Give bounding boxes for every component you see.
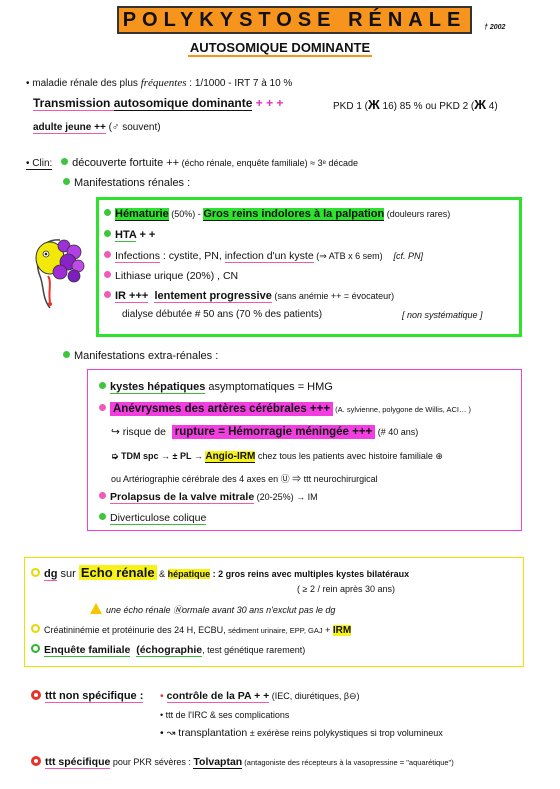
ttt-non-specifique: ttt non spécifique : (31, 690, 144, 703)
ttt-transplantation: • ↝ transplantation ± exérèse reins poly… (160, 727, 443, 739)
dg-echo-threshold: ( ≥ 2 / rein après 30 ans) (297, 584, 395, 594)
renal-ir: IR +++ lentement progressive (sans anémi… (104, 290, 394, 303)
ttt-irc: • ttt de l'IRC & ses complications (160, 710, 290, 720)
extra-arterio: ou Artériographie cérébrale des 4 axes e… (111, 474, 378, 484)
dg-echo: dg sur Echo rénale & hépatique : 2 gros … (31, 565, 409, 581)
renal-lithiase: Lithiase urique (20%) , CN (104, 270, 238, 282)
bullet-pink-icon (104, 291, 111, 298)
dg-biologie: Créatininémie et protéinurie des 24 H, E… (31, 624, 352, 636)
intro-pkd: PKD 1 (Ж 16) 85 % ou PKD 2 (Ж 4) (333, 97, 498, 112)
page-title: POLYKYSTOSE RÉNALE (122, 8, 467, 31)
title-banner: POLYKYSTOSE RÉNALE (117, 6, 472, 34)
intro-age: adulte jeune ++ (♂ souvent) (33, 122, 161, 134)
bullet-red-ring-icon (31, 690, 41, 700)
version-mark: † 2002 (484, 24, 506, 31)
dg-warning: une écho rénale Ⓝormale avant 30 ans n'e… (90, 603, 335, 616)
renal-dialyse: dialyse débutée # 50 ans (70 % des patie… (122, 309, 323, 320)
intro-frequency: • maladie rénale des plus fréquentes : 1… (26, 77, 293, 89)
diagnostic-box (24, 557, 524, 667)
bullet-green-ring-icon (31, 644, 40, 653)
ttt-controle-pa: • contrôle de la PA + + (IEC, diurétique… (160, 690, 360, 703)
ttt-specifique: ttt spécifique pour PKR sévères : Tolvap… (31, 756, 454, 769)
warning-icon (90, 603, 102, 614)
bullet-yellow-ring-icon (31, 624, 40, 633)
kidney-cartoon-icon (35, 239, 85, 309)
extra-renal-box (87, 369, 522, 531)
intro-transmission: Transmission autosomique dominante + + + (33, 96, 284, 111)
extra-anevrysmes: Anévrysmes des artères cérébrales +++ (A… (99, 402, 471, 416)
bullet-pink-icon (99, 404, 106, 411)
renal-hta: HTA + + (104, 229, 155, 242)
extra-prolapsus: Prolapsus de la valve mitrale (20-25%) →… (99, 491, 318, 504)
renal-dialyse-note: [ non systématique ] (402, 310, 483, 320)
bullet-green-icon (99, 513, 106, 520)
bullet-green-icon (63, 351, 70, 358)
bullet-yellow-ring-icon (31, 568, 40, 577)
extra-tdm: ➭ TDM spc → ± PL → Angio-IRM chez tous l… (111, 451, 443, 463)
clin-manif-renales: Manifestations rénales : (63, 177, 190, 189)
bullet-pink-icon (104, 251, 111, 258)
bullet-green-icon (99, 382, 106, 389)
extra-risque: ↪ risque de rupture = Hémorragie méningé… (111, 425, 419, 439)
bullet-green-icon (104, 230, 111, 237)
bullet-green-icon (61, 158, 69, 165)
bullet-green-icon (104, 209, 111, 216)
extra-diverticulose: Diverticulose colique (99, 512, 207, 525)
clin-decouverte: • Clin: découverte fortuite ++ (écho rén… (26, 157, 358, 170)
page-subtitle: AUTOSOMIQUE DOMINANTE (187, 40, 373, 57)
renal-infections: Infections : cystite, PN, infection d'un… (104, 250, 423, 263)
bullet-red-ring-icon (31, 756, 41, 766)
bullet-green-icon (63, 178, 70, 185)
extra-kystes: kystes hépatiques asymptomatiques = HMG (99, 381, 333, 394)
bullet-pink-icon (99, 492, 106, 499)
renal-manifestations-box (96, 197, 522, 337)
bullet-pink-icon (104, 271, 111, 278)
clin-manif-extra: Manifestations extra-rénales : (63, 350, 218, 362)
dg-enquete: Enquête familiale (échographie, test gén… (31, 644, 305, 657)
renal-hematurie: Hématurie (50%) - Gros reins indolores à… (104, 208, 450, 221)
